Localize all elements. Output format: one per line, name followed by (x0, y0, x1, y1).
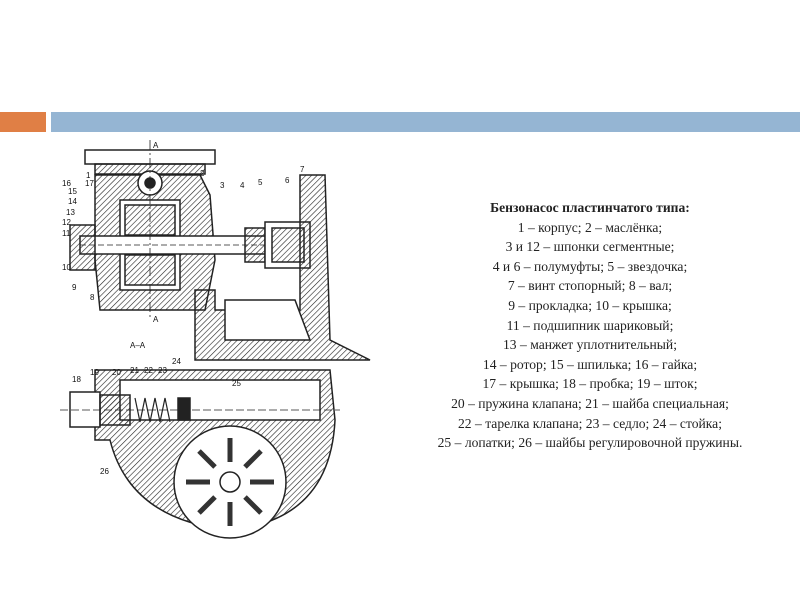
part-label: 11 (62, 229, 71, 238)
part-label: 1 (86, 171, 91, 180)
caption: Бензонасос пластинчатого типа: 1 – корпу… (385, 198, 795, 453)
part-label: 10 (62, 263, 71, 272)
section-label: А (153, 315, 159, 324)
part-label: 13 (66, 208, 75, 217)
section-label: А (153, 141, 159, 150)
part-label: 23 (158, 366, 167, 375)
part-label: 19 (90, 368, 99, 377)
caption-line: 9 – прокладка; 10 – крышка; (508, 297, 672, 313)
part-label: 26 (100, 467, 109, 476)
caption-line: 20 – пружина клапана; 21 – шайба специал… (451, 395, 729, 411)
caption-line: 22 – тарелка клапана; 23 – седло; 24 – с… (458, 415, 722, 431)
part-label: 25 (232, 379, 241, 388)
part-label: 18 (72, 375, 81, 384)
part-label: 4 (240, 181, 245, 190)
caption-line: 3 и 12 – шпонки сегментные; (505, 239, 675, 255)
part-label: 6 (285, 176, 290, 185)
part-label: 8 (90, 293, 95, 302)
caption-line: 25 – лопатки; 26 – шайбы регулировочной … (437, 435, 743, 451)
section-label: А–А (130, 341, 146, 350)
part-label: 17 (85, 179, 94, 188)
caption-line: 4 и 6 – полумуфты; 5 – звездочка; (492, 258, 688, 274)
part-label: 15 (68, 187, 77, 196)
fuel-pump-drawing: А А А–А 1 2 3 4 5 6 7 8 9 10 11 12 13 14… (60, 140, 371, 539)
part-label: 7 (300, 165, 305, 174)
caption-line: 14 – ротор; 15 – шпилька; 16 – гайка; (482, 356, 698, 372)
accent-bar-orange (0, 112, 46, 132)
part-label: 21 (130, 366, 139, 375)
part-label: 12 (62, 218, 71, 227)
accent-bar-blue (51, 112, 800, 132)
part-label: 24 (172, 357, 181, 366)
part-label: 3 (220, 181, 225, 190)
caption-line: 11 – подшипник шариковый; (506, 317, 674, 333)
part-label: 22 (144, 366, 153, 375)
part-label: 2 (200, 169, 205, 178)
part-label: 5 (258, 178, 263, 187)
part-label: 16 (62, 179, 71, 188)
caption-line: 13 – манжет уплотнительный; (503, 337, 677, 353)
part-label: 9 (72, 283, 77, 292)
caption-title: Бензонасос пластинчатого типа: (490, 200, 690, 215)
part-label: 14 (68, 197, 77, 206)
part-label: 20 (112, 368, 121, 377)
caption-line: 17 – крышка; 18 – пробка; 19 – шток; (482, 376, 698, 392)
caption-line: 1 – корпус; 2 – маслёнка; (517, 219, 663, 235)
caption-line: 7 – винт стопорный; 8 – вал; (507, 278, 673, 294)
